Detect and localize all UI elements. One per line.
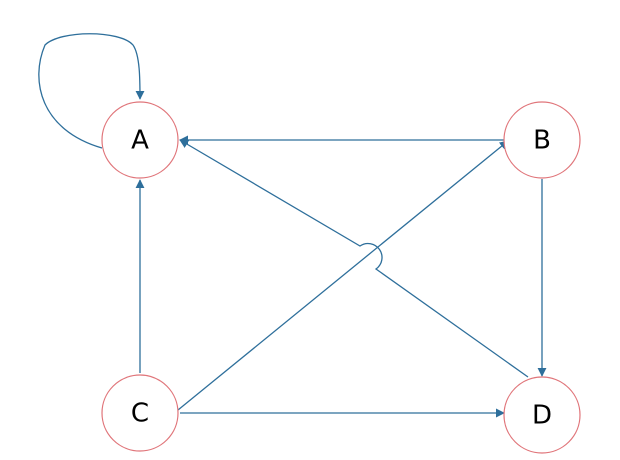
node-a-label: A (131, 126, 149, 156)
node-c-label: C (131, 399, 149, 429)
node-c-circle (101, 374, 179, 452)
node-c: C (101, 374, 179, 452)
edge-d-to-a (179, 139, 529, 378)
edge-c-to-b (177, 140, 509, 411)
node-b: B (503, 101, 581, 179)
node-d-circle (503, 376, 581, 454)
node-b-circle (503, 101, 581, 179)
node-a: A (101, 101, 179, 179)
edge-a-self-loop (38, 33, 145, 149)
node-a-circle (101, 101, 179, 179)
node-d-label: D (532, 401, 552, 431)
node-d: D (503, 376, 581, 454)
node-b-label: B (533, 126, 551, 156)
